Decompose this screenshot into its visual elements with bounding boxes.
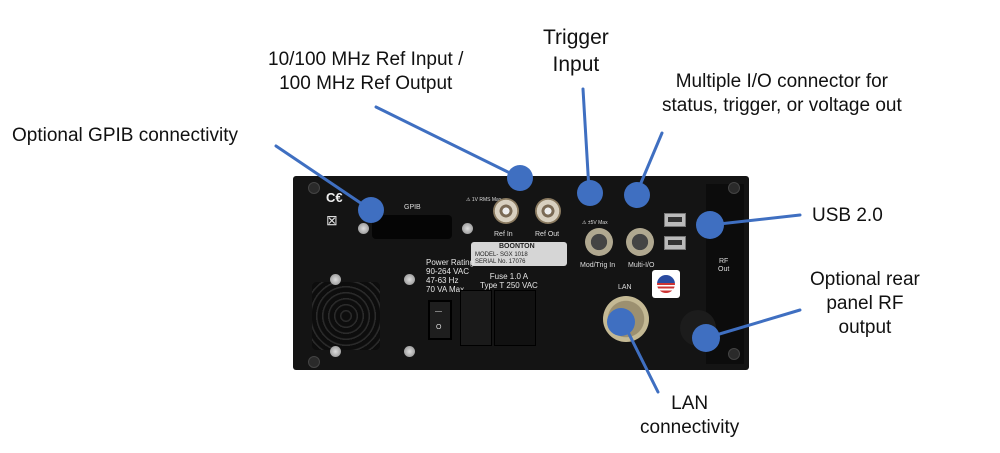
callout-dot-trigger: [577, 180, 603, 206]
fuse-current: Fuse 1.0 A: [489, 272, 529, 281]
callout-multi-line1: Multiple I/O connector for: [675, 71, 888, 92]
rf-out-line1: RF: [718, 258, 729, 265]
fuse-rating: Fuse 1.0 A Type T 250 VAC: [480, 272, 538, 290]
callout-ref-line2: 100 MHz Ref Output: [279, 73, 453, 94]
power-max: 70 VA Max: [426, 285, 465, 294]
leader-line-ref: [374, 105, 522, 180]
rf-out-line2: Out: [718, 266, 730, 273]
fuse-type: Type T 250 VAC: [480, 281, 538, 290]
screw: [404, 346, 415, 357]
brand-name: BOONTON: [499, 243, 535, 250]
ref-out-connector: [535, 198, 561, 224]
leader-line-gpib: [274, 144, 373, 212]
usb-port: [664, 236, 686, 250]
assembled-in-usa-badge: [652, 270, 680, 298]
callout-gpib: Optional GPIB connectivity: [12, 125, 238, 146]
screw: [330, 274, 341, 285]
screw: [404, 274, 415, 285]
model-label-plate: BOONTON MODEL- SGX 1018 SERIAL No. 17076: [471, 242, 567, 266]
screw: [728, 348, 740, 360]
mod-trig-in-connector: [585, 228, 613, 256]
model-number: MODEL- SGX 1018: [475, 252, 528, 258]
screw: [358, 223, 369, 234]
leader-line-usb: [708, 213, 802, 227]
leader-line-rf: [704, 308, 802, 340]
callout-trigger: Trigger Input: [543, 24, 609, 78]
trig-warning: ⚠ ±5V Max: [582, 220, 608, 226]
callout-trigger-line2: Input: [552, 53, 600, 76]
power-inlet: [494, 290, 536, 346]
callout-lan-line2: connectivity: [640, 417, 740, 438]
callout-rf: Optional rear panel RF output: [810, 268, 920, 340]
ref-in-label: Ref In: [494, 231, 513, 238]
callout-dot-lan: [607, 308, 635, 336]
callout-ref: 10/100 MHz Ref Input / 100 MHz Ref Outpu…: [268, 48, 463, 96]
power-voltage: 90-264 VAC: [426, 267, 469, 276]
power-switch[interactable]: — O: [428, 300, 452, 340]
power-frequency: 47-63 Hz: [426, 276, 459, 285]
usb-port: [664, 213, 686, 227]
lan-label: LAN: [618, 284, 632, 291]
callout-usb: USB 2.0: [812, 205, 883, 226]
rf-out-label: RF Out: [718, 258, 729, 274]
screw: [308, 182, 320, 194]
callout-dot-multi-io: [624, 182, 650, 208]
mod-trig-in-label: Mod/Trig In: [580, 262, 616, 269]
leader-line-trigger: [581, 87, 591, 192]
ce-mark-icon: C€: [326, 190, 343, 205]
fan-grille: [312, 282, 380, 350]
screw: [330, 346, 341, 357]
switch-on-mark: —: [435, 308, 442, 315]
screw: [728, 182, 740, 194]
callout-dot-usb: [696, 211, 724, 239]
callout-dot-gpib: [358, 197, 384, 223]
callout-dot-ref: [507, 165, 533, 191]
leader-line-multi-io: [636, 131, 664, 192]
ref-in-connector: [493, 198, 519, 224]
callout-ref-line1: 10/100 MHz Ref Input /: [268, 49, 464, 70]
screw: [462, 223, 473, 234]
callout-rf-line3: output: [838, 317, 892, 338]
callout-trigger-line1: Trigger: [543, 26, 609, 49]
gpib-label: GPIB: [404, 204, 421, 211]
callout-multi-io: Multiple I/O connector for status, trigg…: [662, 70, 902, 118]
multi-io-connector: [626, 228, 654, 256]
power-rating: Power Rating 90-264 VAC 47-63 Hz 70 VA M…: [426, 258, 474, 294]
multi-io-label: Multi-I/O: [628, 262, 655, 269]
fuse-holder: [460, 290, 492, 346]
ref-out-label: Ref Out: [535, 231, 560, 238]
gpib-port: [372, 215, 452, 239]
callout-lan: LAN connectivity: [640, 392, 739, 440]
callout-rf-line1: Optional rear: [810, 269, 920, 290]
power-rating-title: Power Rating: [426, 258, 475, 267]
serial-number: SERIAL No. 17076: [475, 259, 526, 265]
callout-multi-line2: status, trigger, or voltage out: [662, 95, 902, 116]
ref-warning: ⚠ 1V RMS Max: [466, 197, 502, 203]
callout-dot-rf: [692, 324, 720, 352]
weee-bin-icon: ⊠: [326, 212, 338, 228]
screw: [308, 356, 320, 368]
callout-lan-line1: LAN: [671, 393, 709, 414]
callout-rf-line2: panel RF: [826, 293, 904, 314]
switch-off-mark: O: [436, 324, 442, 331]
